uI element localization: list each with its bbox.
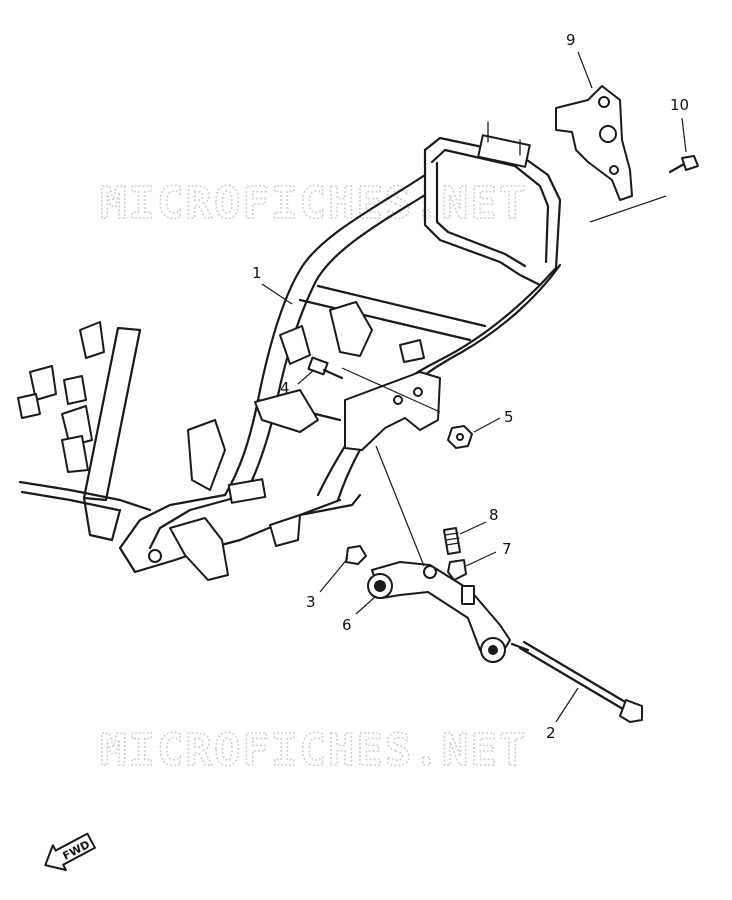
leader-lines bbox=[261, 51, 687, 723]
engine-hanger-link bbox=[367, 561, 511, 663]
stud-bolt-4 bbox=[307, 356, 344, 380]
callout-10: 10 bbox=[670, 96, 689, 114]
callout-6: 6 bbox=[342, 616, 352, 634]
callout-8: 8 bbox=[489, 506, 499, 524]
through-bolt-2 bbox=[510, 640, 643, 723]
callout-7: 7 bbox=[502, 540, 512, 558]
callout-5: 5 bbox=[504, 408, 514, 426]
callout-1: 1 bbox=[252, 264, 262, 282]
spring-8 bbox=[443, 527, 461, 555]
cap-7 bbox=[447, 559, 467, 581]
callout-labels: 1 2 3 4 5 6 7 8 9 10 bbox=[252, 31, 689, 742]
callout-9: 9 bbox=[566, 31, 576, 49]
engine-mount-bracket bbox=[344, 371, 441, 451]
callout-3: 3 bbox=[306, 593, 316, 611]
fwd-arrow-icon: FWD bbox=[44, 832, 96, 871]
callout-2: 2 bbox=[546, 724, 556, 742]
bolt-10 bbox=[668, 155, 699, 174]
callout-4: 4 bbox=[280, 379, 290, 397]
rear-cover-plate bbox=[555, 85, 633, 201]
bushing-3 bbox=[345, 545, 367, 565]
nut-5 bbox=[447, 425, 473, 449]
watermark-top: MICROFICHES.NET bbox=[100, 178, 527, 229]
watermark-bottom: MICROFICHES.NET bbox=[100, 725, 527, 776]
